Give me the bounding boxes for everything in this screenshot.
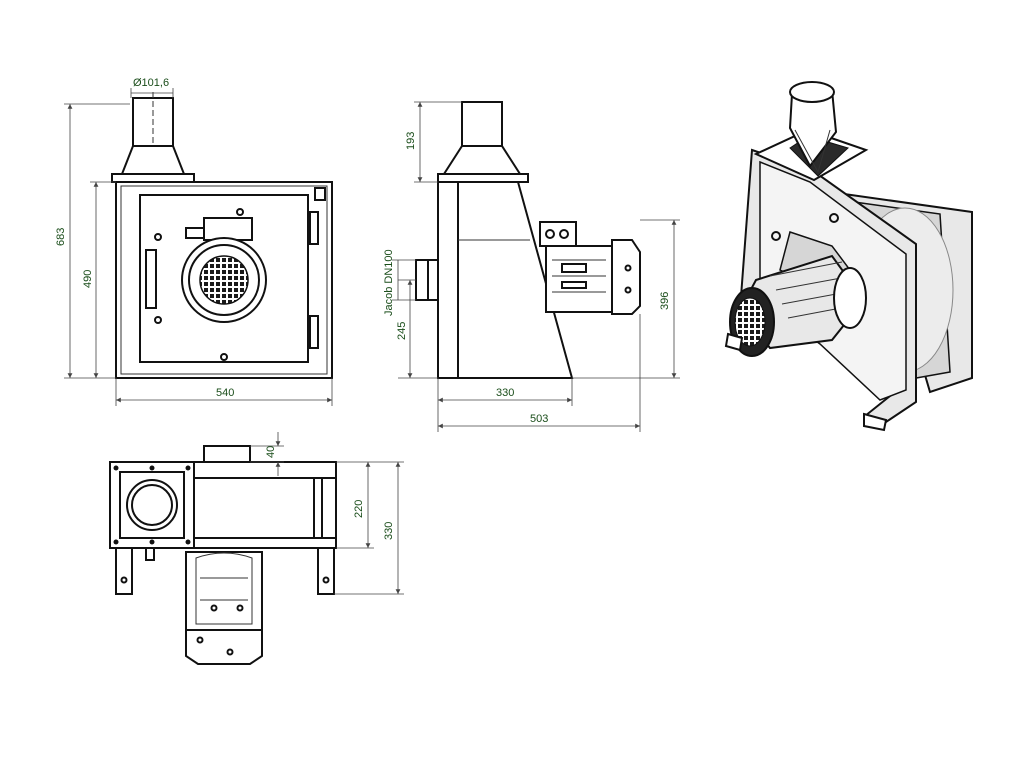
dim-width: 540 — [216, 387, 234, 399]
top-view: 40 220 330 — [109, 432, 404, 665]
dim-depth-total-top: 330 — [383, 522, 395, 540]
side-handle — [145, 249, 157, 309]
top-body — [193, 461, 337, 479]
isometric-view — [724, 81, 973, 432]
dim-motor-height: 396 — [659, 292, 671, 310]
outlet-cone — [120, 145, 186, 175]
dim-depth-inner: 220 — [353, 500, 365, 518]
top-leg-left — [115, 547, 133, 595]
dim-height-total: 683 — [55, 228, 67, 246]
side-motor — [545, 245, 613, 313]
side-motor-cap — [611, 239, 641, 315]
fan-grill — [199, 255, 249, 305]
top-outlet-stub — [203, 445, 251, 463]
dim-inlet-label: Jacob DN100 — [383, 249, 395, 316]
dim-top: 193 — [405, 132, 417, 150]
front-view: Ø101,6 683 490 540 — [55, 77, 333, 406]
side-view: 193 Jacob DN100 245 396 330 503 — [383, 101, 680, 432]
dim-flange: 40 — [265, 446, 277, 458]
top-inlet-circle — [126, 479, 178, 531]
dim-diameter: Ø101,6 — [133, 77, 169, 89]
top-motor-cap — [185, 629, 263, 665]
dim-height-body: 490 — [82, 270, 94, 288]
top-motor — [185, 551, 263, 631]
junction-box — [203, 217, 253, 241]
side-outlet-pipe — [461, 101, 503, 147]
side-outlet-cone — [442, 145, 522, 175]
top-leg-right — [317, 547, 335, 595]
dim-depth: 330 — [496, 387, 514, 399]
dim-inlet-height: 245 — [396, 322, 408, 340]
dim-depth-total: 503 — [530, 413, 548, 425]
